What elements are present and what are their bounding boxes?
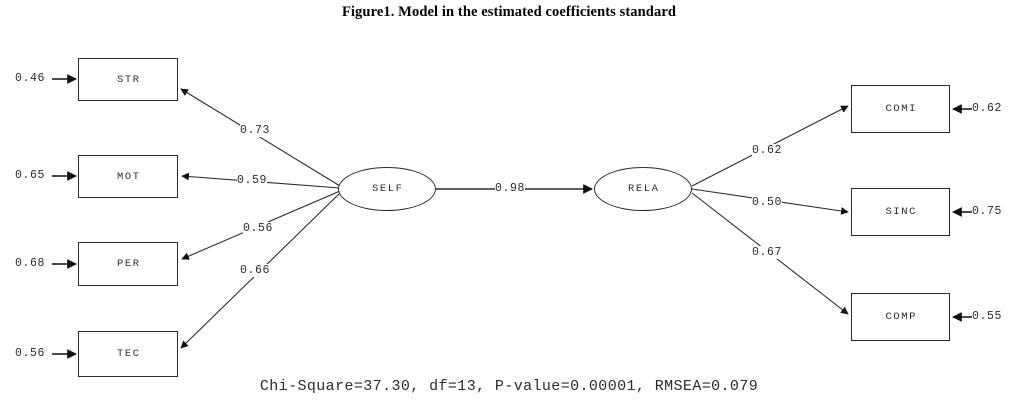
error-value-sinc: 0.75 bbox=[972, 205, 1003, 218]
observed-box-comp[interactable]: COMP bbox=[851, 293, 950, 341]
error-value-str: 0.46 bbox=[15, 72, 46, 85]
loading-value-comp: 0.67 bbox=[752, 246, 783, 259]
error-value-comp: 0.55 bbox=[972, 310, 1003, 323]
observed-box-mot-label: MOT bbox=[116, 170, 141, 183]
observed-box-per-label: PER bbox=[116, 258, 141, 270]
loading-value-tec: 0.66 bbox=[240, 264, 271, 277]
observed-box-comi[interactable]: COMI bbox=[851, 85, 950, 133]
observed-box-mot[interactable]: MOT bbox=[78, 155, 178, 198]
observed-box-per[interactable]: PER bbox=[78, 242, 178, 286]
loading-value-sinc: 0.50 bbox=[752, 196, 783, 209]
observed-box-str[interactable]: STR bbox=[78, 58, 178, 101]
error-value-per: 0.68 bbox=[15, 257, 46, 270]
loading-value-str: 0.73 bbox=[240, 124, 271, 137]
structural-path-value: 0.98 bbox=[495, 182, 526, 195]
model-fit-caption: Chi-Square=37.30, df=13, P-value=0.00001… bbox=[259, 378, 759, 395]
observed-box-str-label: STR bbox=[116, 73, 141, 86]
error-value-comi: 0.62 bbox=[972, 102, 1003, 115]
latent-ellipse-self[interactable]: SELF bbox=[338, 167, 436, 211]
page-title: Figure1. Model in the estimated coeffici… bbox=[341, 4, 677, 20]
observed-box-comp-label: COMP bbox=[885, 311, 918, 323]
loading-value-per: 0.56 bbox=[243, 222, 274, 235]
latent-ellipse-self-label: SELF bbox=[371, 183, 404, 195]
loading-value-comi: 0.62 bbox=[752, 144, 783, 157]
observed-box-tec-label: TEC bbox=[116, 348, 141, 360]
observed-box-sinc[interactable]: SINC bbox=[851, 188, 950, 236]
latent-ellipse-rela[interactable]: RELA bbox=[594, 167, 692, 211]
error-value-tec: 0.56 bbox=[15, 347, 46, 360]
error-value-mot: 0.65 bbox=[15, 169, 46, 182]
observed-box-comi-label: COMI bbox=[885, 103, 918, 115]
latent-ellipse-rela-label: RELA bbox=[627, 183, 660, 195]
loading-path-self-str bbox=[180, 88, 341, 187]
observed-box-sinc-label: SINC bbox=[885, 206, 918, 218]
observed-box-tec[interactable]: TEC bbox=[78, 331, 178, 377]
loading-value-mot: 0.59 bbox=[237, 174, 268, 187]
